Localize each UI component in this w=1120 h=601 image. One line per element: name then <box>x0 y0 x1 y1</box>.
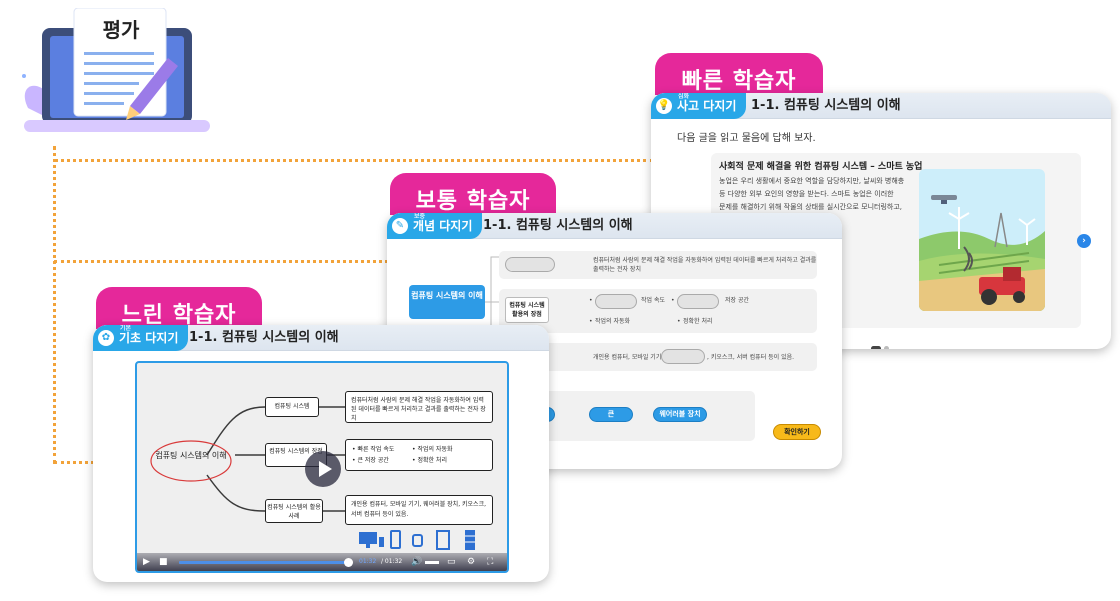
devices-icon <box>359 530 475 550</box>
settings-gear-icon[interactable]: ⚙ <box>467 557 476 567</box>
volume-icon[interactable]: 🔊 <box>411 557 423 567</box>
badge-slow-learner: 느린 학습자 <box>96 287 262 329</box>
progress-track[interactable] <box>179 558 353 567</box>
mindmap-branch-system: 컴퓨팅 시스템 <box>265 397 319 417</box>
lightbulb-icon: 💡 <box>656 98 672 114</box>
tag-concept[interactable]: ✎ 보충 개념 다지기 <box>387 213 483 239</box>
reading-prompt: 다음 글을 읽고 물음에 답해 보자. <box>677 133 816 144</box>
mindmap-detail-advantages: • 빠른 작업 속도• 작업의 자동화 • 큰 저장 공간• 정확한 처리 <box>345 439 493 471</box>
confirm-button[interactable]: 확인하기 <box>773 424 821 440</box>
connector-fast <box>54 159 654 162</box>
video-player[interactable]: 컴퓨팅 시스템의 이해 컴퓨팅 시스템 컴퓨터처럼 사람의 문제 해결 작업을 … <box>135 361 509 573</box>
card-title: 1-1. 컴퓨팅 시스템의 이해 <box>189 330 339 345</box>
advantage-item-accuracy: 정확한 처리 <box>683 318 713 325</box>
connector-slow <box>54 461 94 464</box>
play-icon[interactable]: ▶ <box>143 557 150 567</box>
examples-text-a: 개인용 컴퓨터, 모바일 기기, <box>593 354 664 361</box>
option-large[interactable]: 큰 <box>589 407 633 422</box>
advantages-label: 컴퓨팅 시스템 활용의 장점 <box>505 297 549 323</box>
badge-fast-learner: 빠른 학습자 <box>655 53 823 95</box>
connector-vertical <box>53 146 56 464</box>
tag-small-label: 보충 <box>414 213 426 220</box>
progress-fill <box>179 561 349 564</box>
tag-label: 사고 다지기 <box>677 99 737 113</box>
blank-answer-1[interactable] <box>505 257 555 272</box>
next-arrow-button[interactable]: › <box>1077 234 1091 248</box>
carousel-dots[interactable] <box>871 336 892 349</box>
tag-label: 개념 다지기 <box>413 219 473 233</box>
assessment-label: 평가 <box>102 18 140 42</box>
captions-icon[interactable]: ▭ <box>447 557 456 567</box>
stop-icon[interactable]: ■ <box>159 557 168 567</box>
play-overlay-button[interactable] <box>305 451 341 487</box>
time-current: 01:32 <box>359 558 377 565</box>
card-fast-learner[interactable]: 💡 심화 사고 다지기 1-1. 컴퓨팅 시스템의 이해 다음 글을 읽고 물음… <box>651 93 1111 349</box>
concept-row-advantages: 컴퓨팅 시스템 활용의 장점 • 작업 속도 • 저장 공간 • 작업의 자동화… <box>499 289 817 333</box>
badge-medium-learner: 보통 학습자 <box>390 173 556 215</box>
time-total: / 01:32 <box>381 558 403 565</box>
tag-small-label: 기본 <box>120 325 132 332</box>
progress-handle[interactable] <box>344 558 353 567</box>
mindmap-detail-examples: 개인용 컴퓨터, 모바일 기기, 웨어러블 장치, 키오스크, 서버 컴퓨터 등… <box>345 495 493 525</box>
concept-center: 컴퓨팅 시스템의 이해 <box>409 285 485 319</box>
option-wearable[interactable]: 웨어러블 장치 <box>653 407 707 422</box>
pencil-icon: ✎ <box>392 218 408 234</box>
reading-title: 사회적 문제 해결을 위한 컴퓨팅 시스템 – 스마트 농업 <box>719 162 923 172</box>
concept-row-definition: 컴퓨터처럼 사람의 문제 해결 작업을 자동화하여 입력된 데이터를 빠르게 처… <box>499 251 817 279</box>
volume-slider[interactable] <box>425 561 439 564</box>
tag-basics[interactable]: ✿ 기본 기초 다지기 <box>93 325 189 351</box>
video-controls: ▶ ■ 01:32 / 01:32 🔊 ▭ ⚙ ⛶ <box>137 553 507 571</box>
connector-medium <box>54 260 388 263</box>
mindmap-branch-examples: 컴퓨팅 시스템의 활용 사례 <box>265 499 323 523</box>
advantage-item-storage: 저장 공간 <box>725 297 749 304</box>
smart-farm-illustration <box>919 169 1045 311</box>
blank-answer-3[interactable] <box>677 294 719 309</box>
tag-deep-thinking[interactable]: 💡 심화 사고 다지기 <box>651 93 747 119</box>
tag-label: 기초 다지기 <box>119 331 179 345</box>
blank-answer-2[interactable] <box>595 294 637 309</box>
fullscreen-icon[interactable]: ⛶ <box>487 557 494 567</box>
assessment-laptop-icon: 평가 <box>18 7 218 138</box>
seedling-icon: ✿ <box>98 330 114 346</box>
blank-answer-4[interactable] <box>661 349 705 364</box>
examples-text-b: , 키오스크, 서버 컴퓨터 등이 있음. <box>707 354 795 361</box>
advantage-item-speed: 작업 속도 <box>641 297 665 304</box>
concept-row-examples: 개인용 컴퓨터, 모바일 기기, , 키오스크, 서버 컴퓨터 등이 있음. <box>499 343 817 371</box>
card-slow-learner[interactable]: ✿ 기본 기초 다지기 1-1. 컴퓨팅 시스템의 이해 컴퓨팅 시스템의 이해… <box>93 325 549 582</box>
advantage-item-automation: 작업의 자동화 <box>595 318 631 325</box>
mindmap-detail-system: 컴퓨터처럼 사람의 문제 해결 작업을 자동화하여 입력된 데이터를 빠르게 처… <box>345 391 493 423</box>
row-definition-text: 컴퓨터처럼 사람의 문제 해결 작업을 자동화하여 입력된 데이터를 빠르게 처… <box>593 257 817 273</box>
card-title: 1-1. 컴퓨팅 시스템의 이해 <box>483 218 633 233</box>
tag-small-label: 심화 <box>678 93 690 100</box>
card-title: 1-1. 컴퓨팅 시스템의 이해 <box>751 98 901 113</box>
mindmap-center: 컴퓨팅 시스템의 이해 <box>155 451 227 460</box>
mindmap-lines <box>150 406 345 512</box>
